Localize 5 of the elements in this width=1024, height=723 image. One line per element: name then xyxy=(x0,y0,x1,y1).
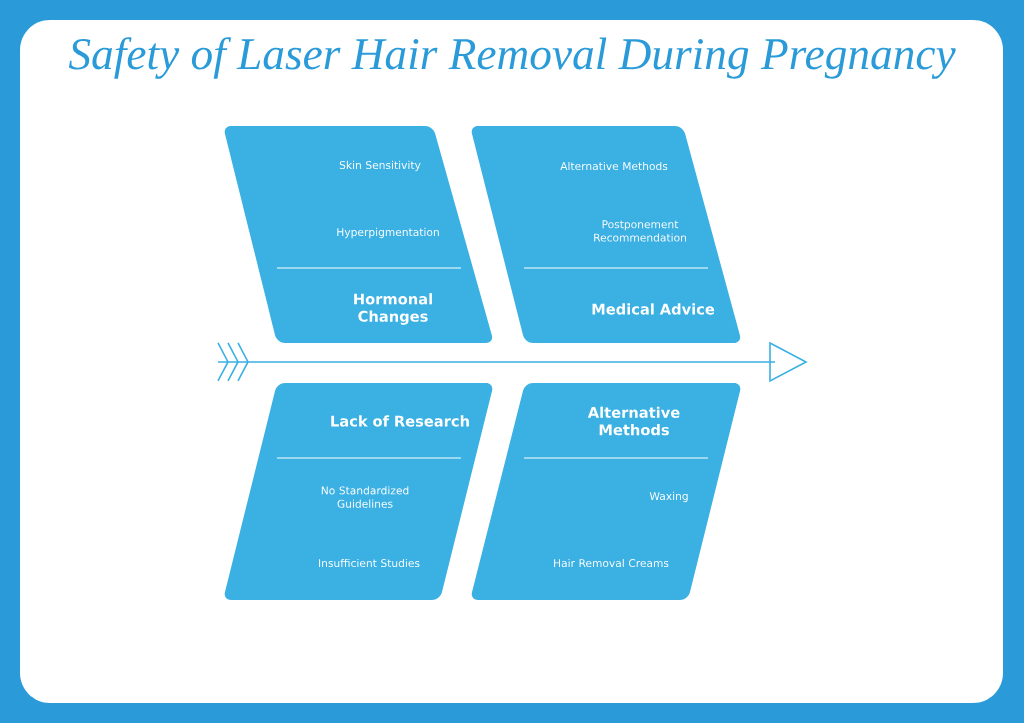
parallelogram-box: Alternative Methods Postponement Recommendation Medical Advice xyxy=(471,126,741,343)
parallelogram-box: Alternative Methods Waxing Hair Removal Creams xyxy=(471,383,741,600)
parallelogram-box: Skin Sensitivity Hyperpigmentation Hormonal Changes xyxy=(224,126,493,343)
title: Safety of Laser Hair Removal During Pregnancy xyxy=(68,37,956,79)
parallelogram-box: Lack of Research No Standardized Guidelines Insufficient Studies xyxy=(224,383,493,600)
